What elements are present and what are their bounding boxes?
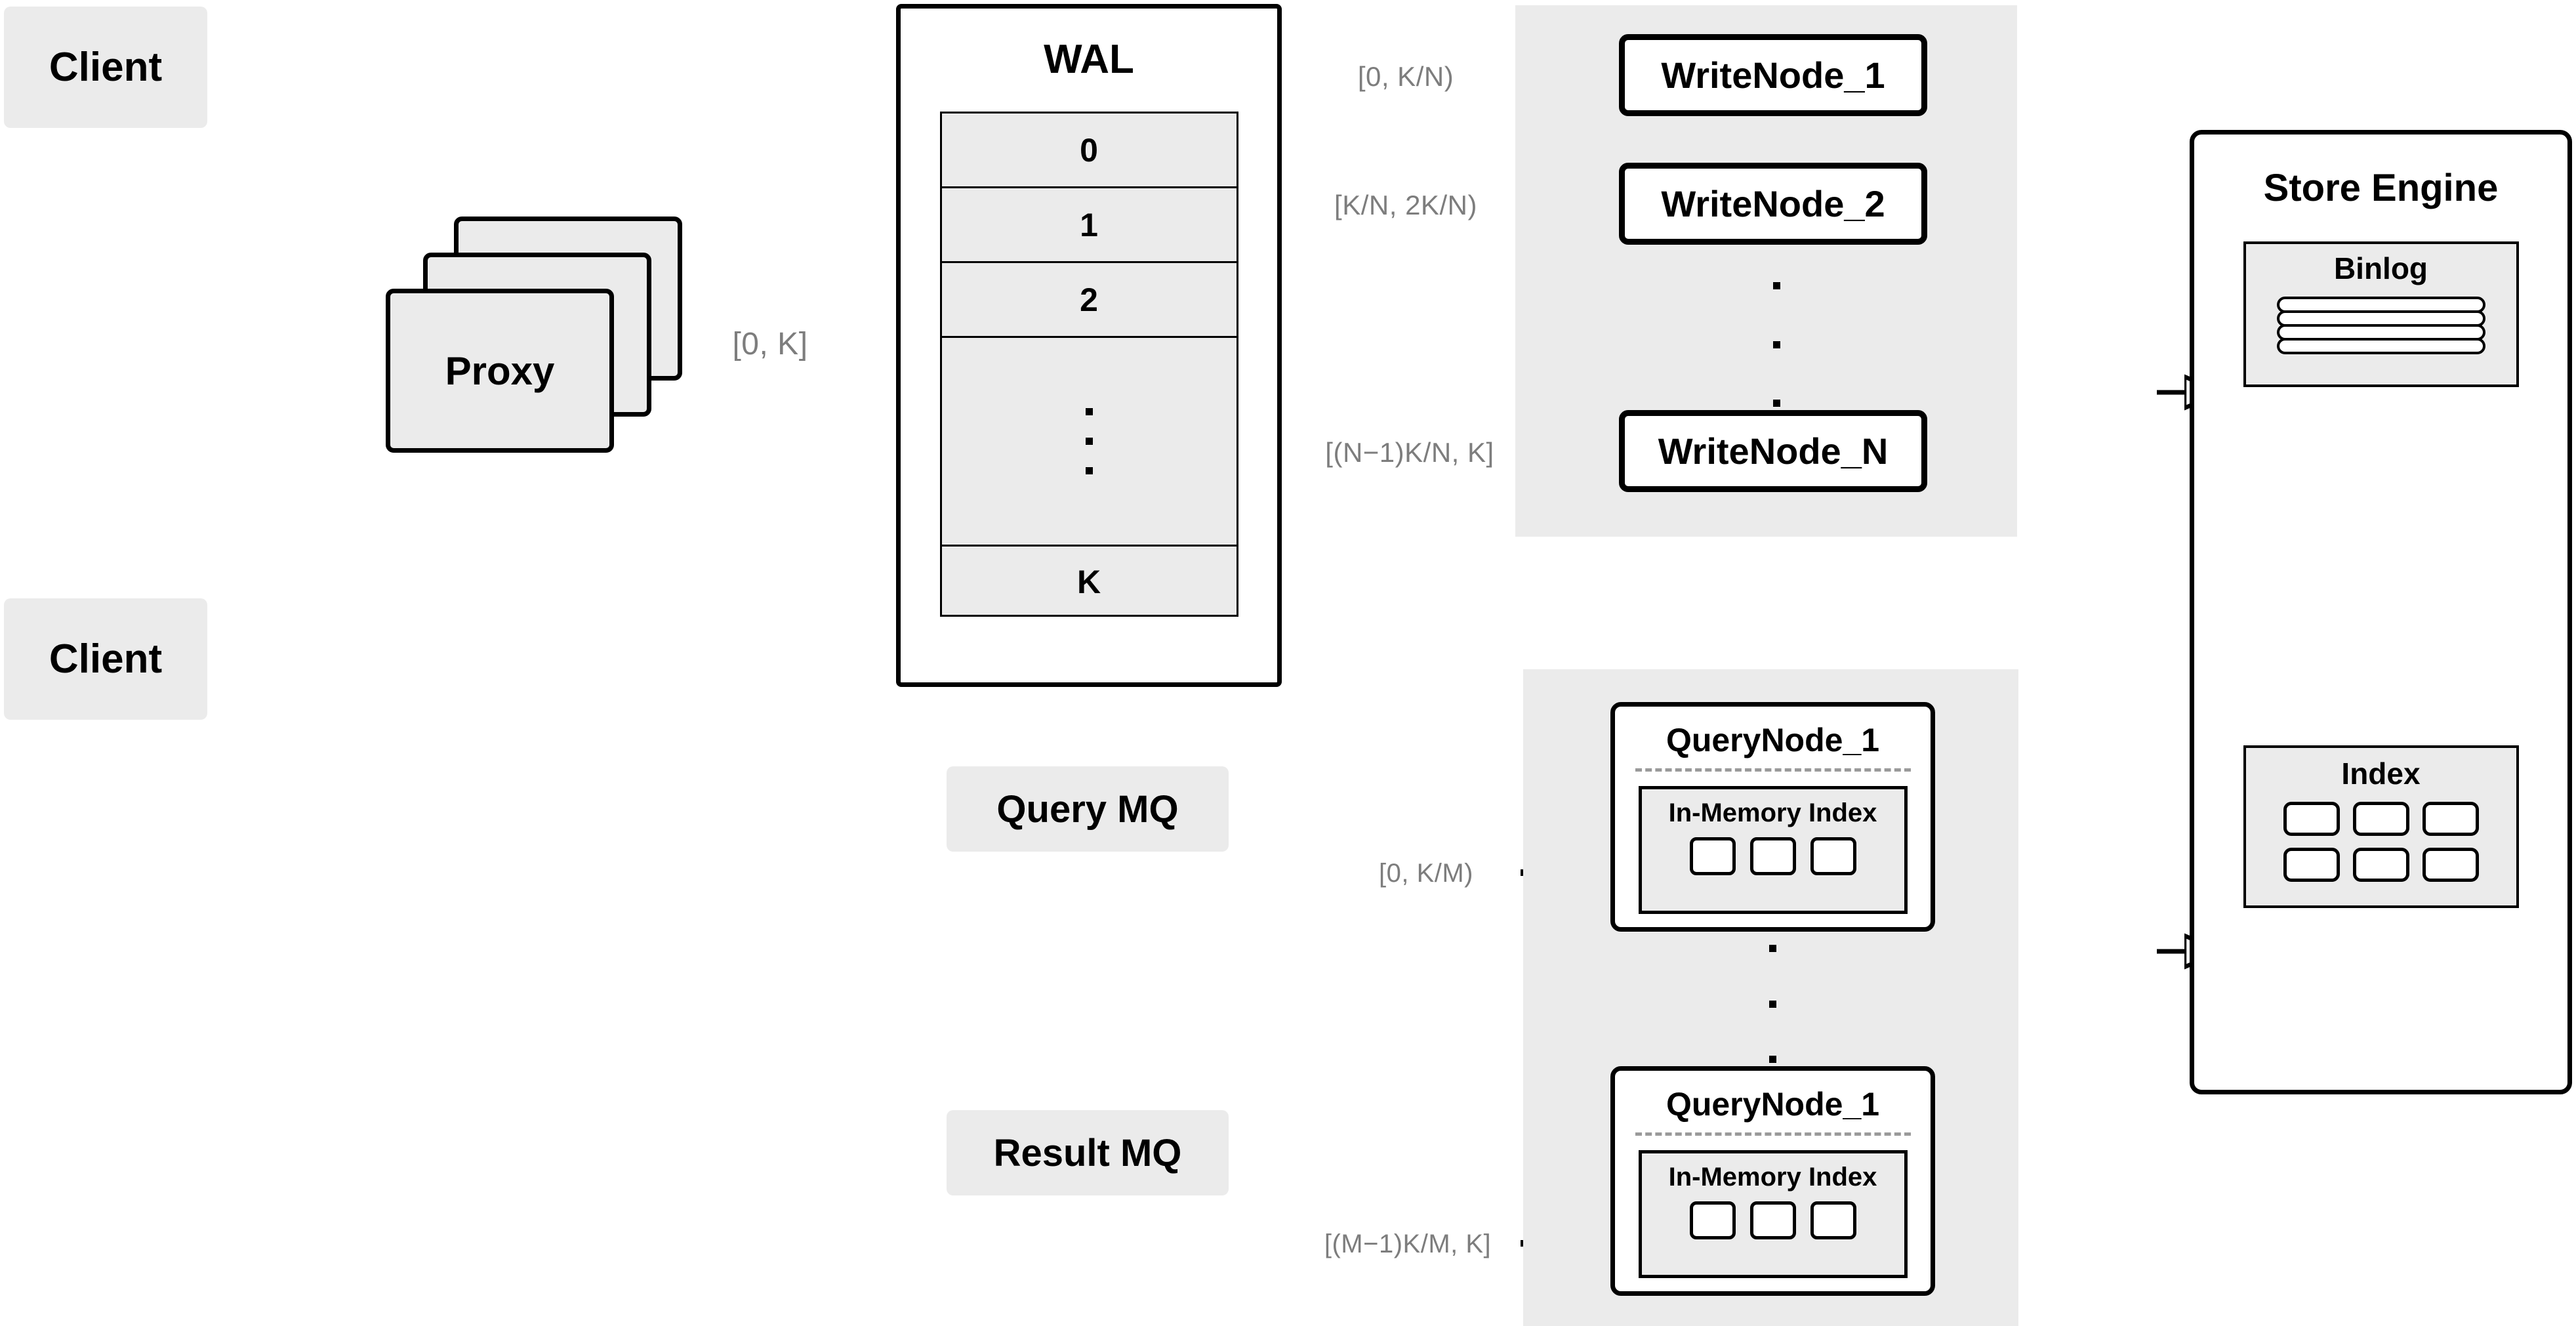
ellipsis-dot [1772,282,1780,289]
index-title: Index [2341,756,2421,791]
ellipsis-dot [1768,1000,1776,1008]
index-row [2283,802,2479,836]
query-node-ellipsis [1765,945,1780,1063]
wal-row: 0 [941,114,1237,188]
index-cell [1689,837,1736,875]
index-cell [1749,1201,1796,1239]
proxy-range-label: [0, K] [728,319,812,369]
proxy-label: Proxy [445,348,555,393]
query-mq-node[interactable]: Query MQ [947,766,1229,852]
query-node-title: QueryNode_1 [1666,1086,1880,1123]
query-node-separator [1635,1132,1911,1136]
wal-row: 2 [941,263,1237,338]
write-node-ellipsis [1768,282,1784,407]
wal-row-ellipsis [941,338,1237,547]
wal-title: WAL [1044,37,1134,82]
query-node-m-range-label: [(M−1)K/M, K] [1324,1224,1491,1264]
query-node-separator [1635,768,1911,772]
wal-row: K [1076,564,1101,600]
ellipsis-dot [1085,408,1093,415]
index-cell [2283,802,2340,836]
client-node-1[interactable]: Client [4,7,207,128]
wal-table: 0 1 2 K [939,112,1238,617]
write-node-label: WriteNode_1 [1661,54,1885,96]
binlog-bar [2276,310,2485,327]
index-panel: Index [2243,745,2519,908]
index-cell [1749,837,1796,875]
write-node-1-range-label: [0, K/N) [1343,55,1468,98]
query-node-1[interactable]: QueryNode_1 In-Memory Index [1610,702,1935,932]
ellipsis-dot [1085,438,1093,445]
write-node-1[interactable]: WriteNode_1 [1619,34,1927,116]
write-node-2[interactable]: WriteNode_2 [1619,163,1927,245]
index-row [2283,848,2479,882]
in-memory-index-title: In-Memory Index [1668,1163,1877,1191]
index-cell [1810,1201,1856,1239]
index-cell [2422,848,2479,882]
write-node-n[interactable]: WriteNode_N [1619,410,1927,492]
index-cell [1689,1201,1736,1239]
ellipsis-dot [1768,1056,1776,1063]
binlog-title: Binlog [2333,251,2428,285]
index-cell [2283,848,2340,882]
ellipsis-dot [1768,945,1776,952]
result-mq-node[interactable]: Result MQ [947,1110,1229,1195]
proxy-node[interactable]: Proxy [386,289,614,453]
index-cell [1810,837,1856,875]
ellipsis-dot [1772,341,1780,348]
wal-panel: WAL 0 1 2 K [896,4,1282,687]
index-cell [2352,802,2409,836]
index-grid [2246,802,2516,882]
write-node-n-range-label: [(N−1)K/N, K] [1325,431,1494,474]
write-node-2-range-label: [K/N, 2K/N) [1333,184,1479,227]
client-label: Client [49,45,163,90]
wal-row: 1 [941,188,1237,263]
write-node-label: WriteNode_N [1658,430,1889,472]
index-cell [2352,848,2409,882]
in-memory-index-cells [1642,1201,1904,1239]
ellipsis-dot [1772,400,1780,407]
binlog-bar [2276,338,2485,354]
query-node-1-range-label: [0, K/M) [1376,853,1476,894]
in-memory-index-panel: In-Memory Index [1638,1150,1908,1278]
binlog-bars [2276,297,2485,354]
query-node-m[interactable]: QueryNode_1 In-Memory Index [1610,1066,1935,1296]
client-node-2[interactable]: Client [4,598,207,720]
in-memory-index-title: In-Memory Index [1668,798,1877,827]
query-mq-label: Query MQ [996,787,1179,831]
ellipsis-dot [1085,467,1093,474]
write-node-label: WriteNode_2 [1661,183,1885,224]
store-engine-panel: Store Engine Binlog Index [2190,130,2572,1094]
result-mq-label: Result MQ [993,1131,1182,1174]
binlog-bar [2276,324,2485,341]
in-memory-index-panel: In-Memory Index [1638,786,1908,914]
in-memory-index-cells [1642,837,1904,875]
binlog-panel: Binlog [2243,241,2519,387]
client-label: Client [49,636,163,682]
index-cell [2422,802,2479,836]
store-engine-title: Store Engine [2263,167,2499,209]
query-node-title: QueryNode_1 [1666,722,1880,758]
